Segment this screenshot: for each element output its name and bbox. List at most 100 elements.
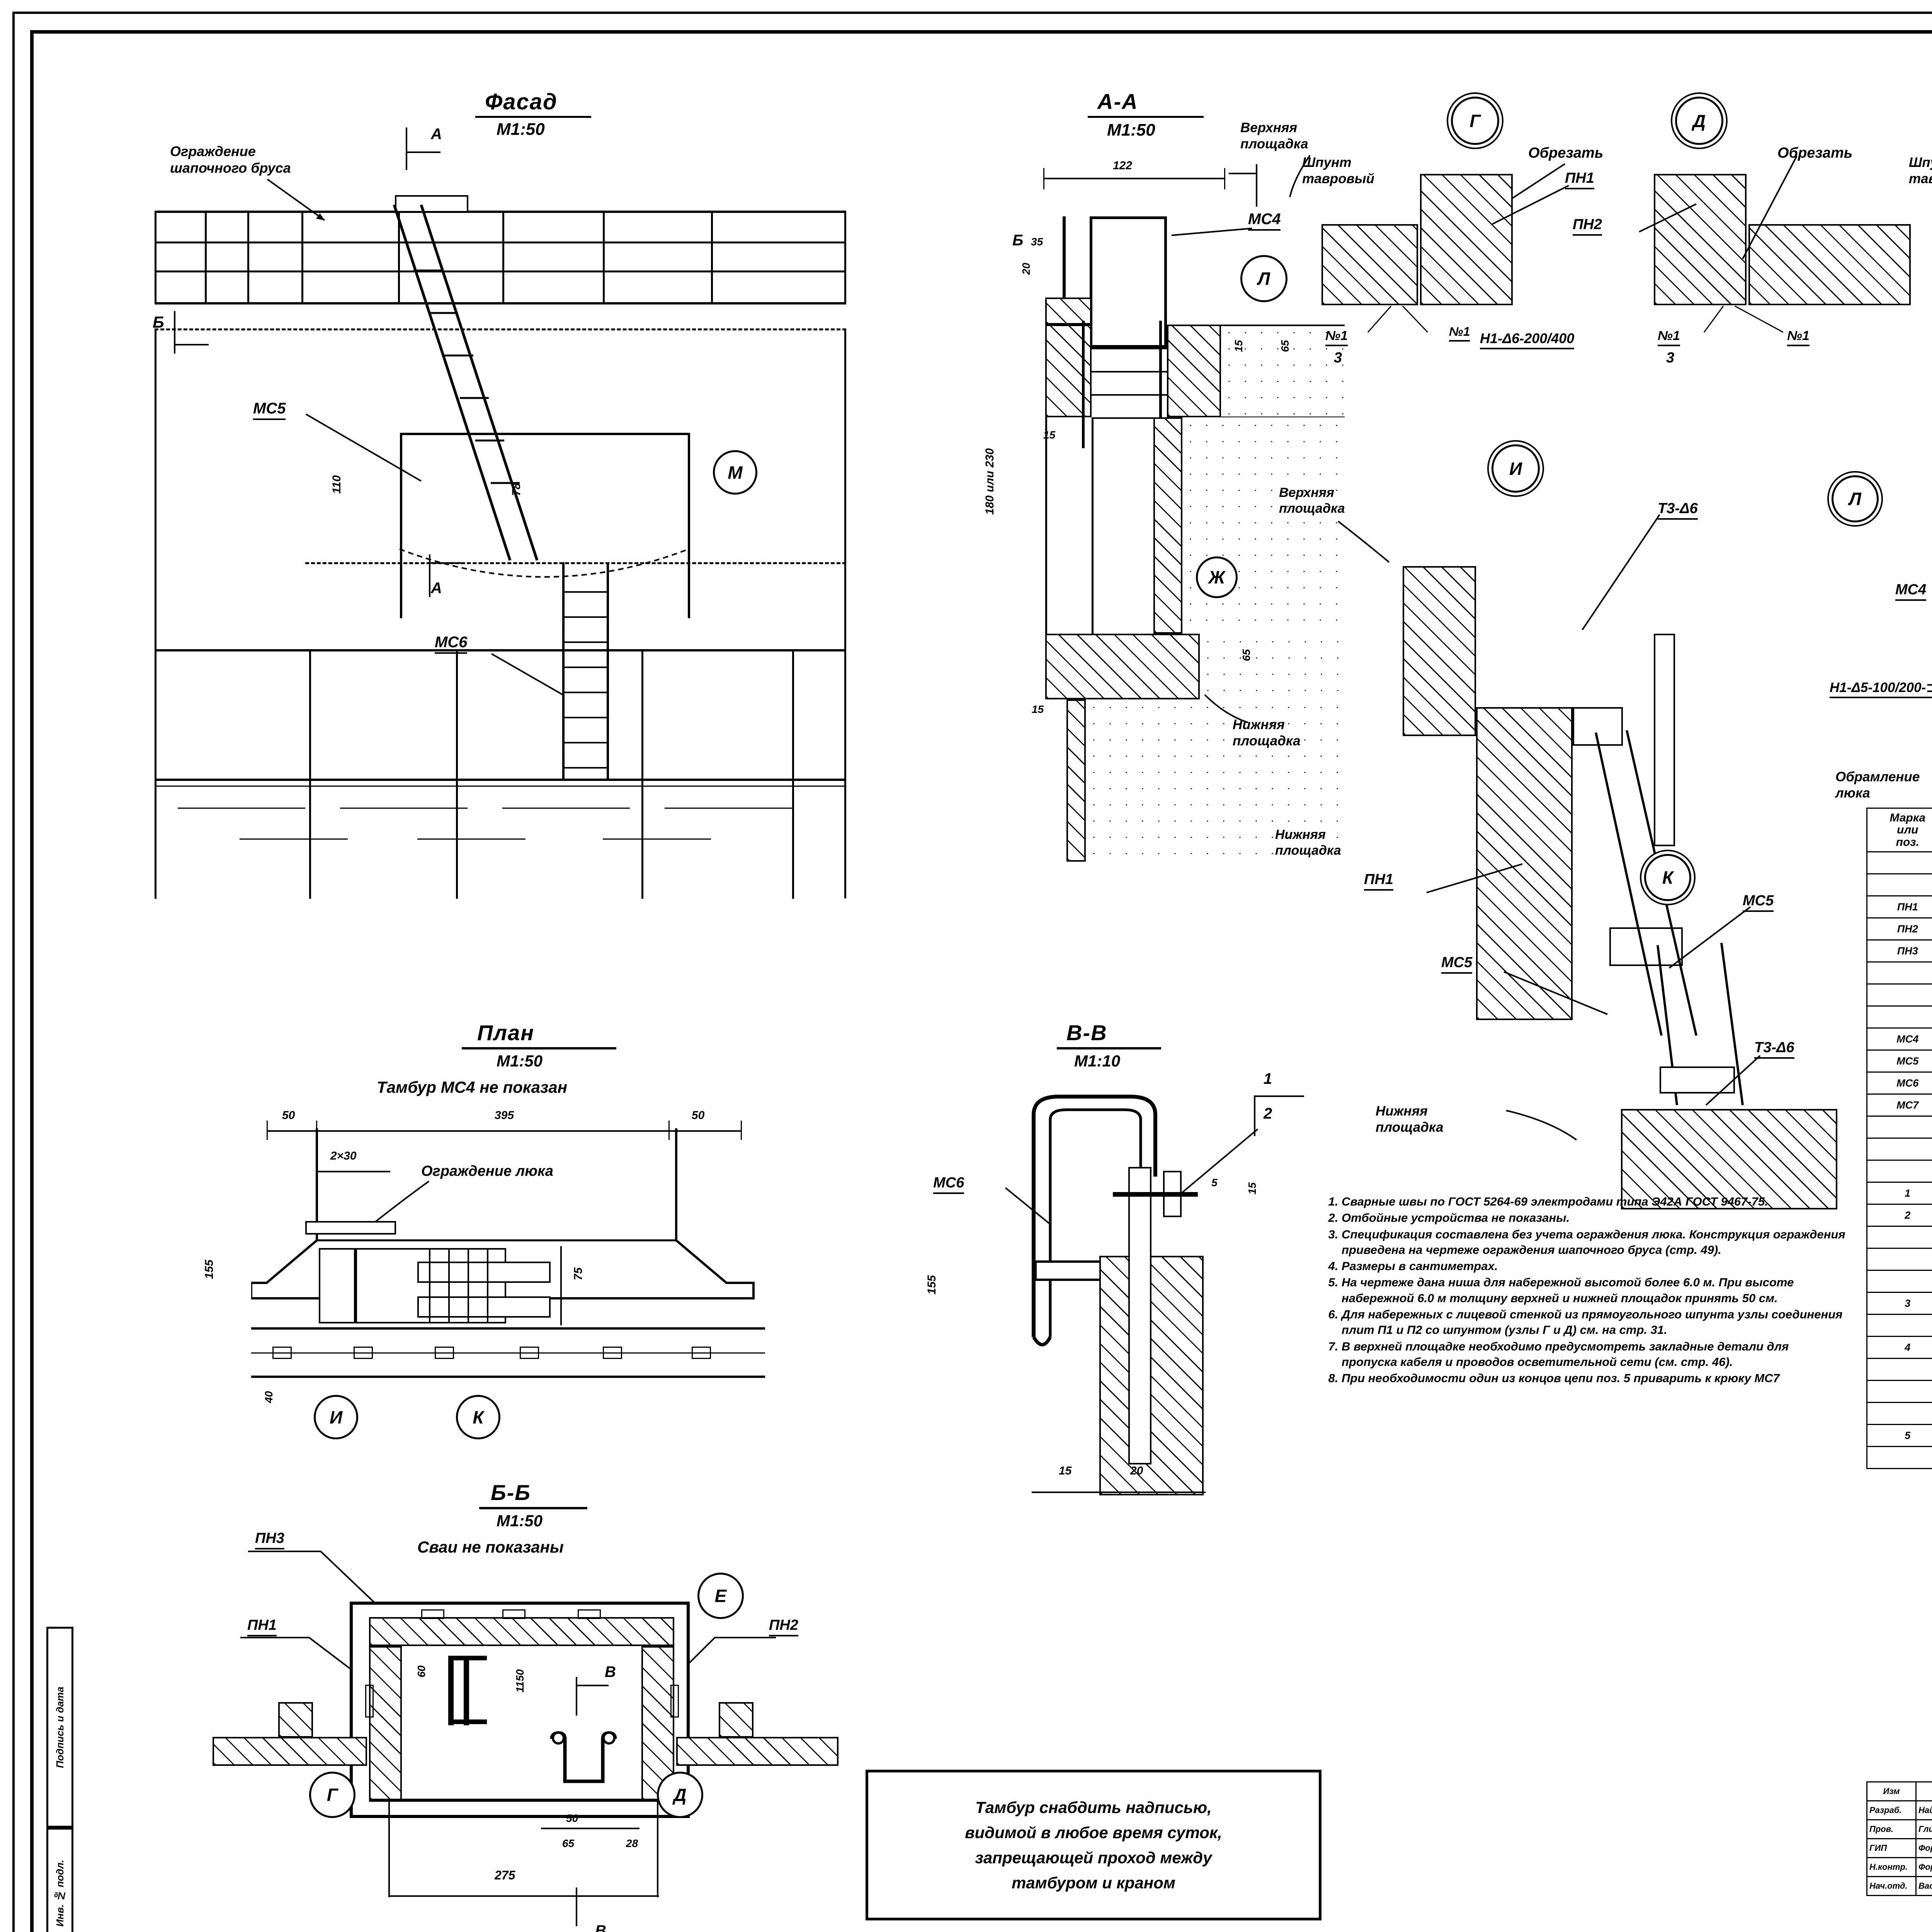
vv-dim-15: 15 (1246, 1182, 1258, 1195)
aa-soil-upper (1221, 325, 1345, 417)
aa-soil-bottom (1086, 699, 1349, 862)
facade-dashed-level2 (305, 562, 846, 564)
facade-wall-left-lower (155, 651, 156, 899)
detail-g-pn1-label: ПН1 (1565, 170, 1594, 189)
detail-i-ms5-leader (1668, 906, 1751, 969)
plan-dim-155: 155 (203, 1260, 216, 1279)
facade-rail-mid1 (155, 242, 846, 243)
title-block-role-row: Н.контр.Фортелева И.Форт.09.12.79 (1866, 1857, 1932, 1877)
plan-dim-75: 75 (572, 1267, 585, 1281)
title-block-role-row: ГИПФортелева И.Форт.09.11.79 (1866, 1838, 1932, 1858)
bb-stirrup-ms6 (550, 1731, 617, 1783)
vv-dim-155: 155 (925, 1275, 938, 1295)
facade-chain (399, 548, 689, 578)
detail-balloon-i: И (1492, 444, 1540, 493)
aa-tambour-ms4 (1090, 216, 1167, 348)
facade-balloon-m: М (713, 450, 757, 495)
spec-cell: МС4 (1866, 1027, 1932, 1051)
facade-dim-110: 110 (330, 475, 343, 494)
plan-cap-beam-mid (251, 1352, 765, 1354)
aa-scale: М1:50 (1107, 121, 1155, 139)
bb-section-v-label-top: В (605, 1663, 616, 1680)
warning-line-3: запрещающей проход между (975, 1849, 1212, 1867)
facade-scale: М1:50 (497, 120, 545, 139)
vv-pos-leader (1180, 1128, 1259, 1195)
vv-title: В-В (1066, 1020, 1107, 1045)
role-name: Фортелева И. (1915, 1838, 1932, 1858)
spec-cell (1866, 1358, 1932, 1381)
spec-cell (1866, 983, 1932, 1007)
aa-balloon-zh: Ж (1196, 556, 1238, 598)
aa-dim-122: 122 (1113, 159, 1133, 172)
aa-lower-slab (1045, 634, 1200, 699)
spec-cell: ПН1 (1866, 895, 1932, 918)
role-name: Фортелева И. (1915, 1857, 1932, 1877)
aa-title-rule (1088, 116, 1204, 118)
spec-section-title-row: бетонные изделия (1866, 873, 1932, 896)
facade-ladder-ms5 (393, 204, 539, 561)
bb-title-rule (479, 1507, 587, 1509)
vv-bolt (1113, 1192, 1198, 1197)
aa-upper-platform-leader (1289, 155, 1311, 197)
facade-section-a-line (406, 128, 407, 170)
plan-dim-50b: 50 (692, 1109, 705, 1122)
aa-section-b-label: Б (1012, 232, 1024, 249)
detail-g-pile-left (1321, 224, 1418, 305)
facade-niche-right (688, 433, 690, 618)
aa-ms4-label: МС4 (1248, 211, 1281, 231)
spec-row: 2Гайка М12 ГОСТ 5915-70*2 (1866, 1204, 1932, 1227)
detail-k-ms5-leader (1503, 971, 1608, 1015)
detail-g-anchor-code: Н1-Δ6-200/400 (1480, 330, 1575, 349)
facade-rail-post-7 (603, 211, 605, 304)
vv-pos1-label: 1 (1264, 1070, 1272, 1087)
plan-title-rule (462, 1047, 616, 1049)
warning-line-4: тамбуром и краном (1012, 1874, 1175, 1892)
facade-wall-right (844, 330, 846, 898)
spec-row-cont: ВСт3кп2 ГОСТ 535-79 (1866, 1314, 1932, 1337)
bb-section-v-label-bottom: В (595, 1922, 606, 1932)
bb-dim-1150: 1150 (514, 1669, 526, 1693)
bb-balloon-e: Е (697, 1573, 744, 1619)
title-block-role-row: Пров.ГлинкоГлинка30.12.79 (1866, 1819, 1932, 1839)
detail-g-weld-leaders (1367, 305, 1429, 333)
aa-balloon-l: Л (1240, 255, 1287, 302)
aa-lower-platform-leader (1204, 694, 1248, 723)
stamp-inventory-no: Инв. № подл. (46, 1828, 73, 1932)
note-item: При необходимости один из концов цепи по… (1342, 1371, 1847, 1386)
spec-cell: ПН3 (1866, 939, 1932, 963)
spec-row: МС53.505.1-15.4 62000Лестница МС51 (1866, 1049, 1932, 1073)
facade-ms5-label: МС5 (253, 400, 286, 420)
bb-dim-50: 50 (566, 1812, 578, 1824)
detail-d-pn2-label: ПН2 (1573, 216, 1602, 236)
bb-top-slab-pn3 (369, 1617, 674, 1646)
spec-cell (1866, 1380, 1932, 1403)
detail-i-upper-leader (1337, 520, 1390, 563)
detail-balloon-g: Г (1451, 97, 1499, 145)
bb-subtitle: Сваи не показаны (417, 1538, 564, 1556)
spec-row: МС73.505.1-15.4 64000Крюк МС72 (1866, 1094, 1932, 1117)
spec-row: 3Полоса 6×60 ГОСТ 103-76 (1866, 1292, 1932, 1315)
spec-blank-row (1866, 1446, 1932, 1469)
facade-rail-post-8 (711, 211, 713, 304)
detail-g-cut-leader (1502, 163, 1566, 206)
spec-row: ПН13.505.1-15.2Плита ПН22.10-1 или ПН26.… (1866, 895, 1932, 918)
spec-cell (1866, 851, 1932, 874)
spec-row: МС43.505.1-15.4 61000Тамбур МС410,130 (1866, 1027, 1932, 1051)
plan-balloon-i: И (314, 1395, 358, 1439)
spec-cell: МС7 (1866, 1094, 1932, 1117)
aa-title: А-А (1097, 89, 1138, 114)
detail-i-pn1-label: ПН1 (1364, 871, 1393, 891)
plan-ladder-plan2 (417, 1296, 551, 1318)
detail-l-weld-code: Н1-Δ5-100/200-⊐ (1830, 680, 1932, 698)
aa-dim-35: 35 (1031, 236, 1043, 248)
facade-ms6-label: МС6 (435, 634, 468, 654)
detail-l-ms4-label: МС4 (1895, 582, 1927, 601)
vv-dim-5: 5 (1211, 1177, 1218, 1189)
note-item: В верхней площадке необходимо предусмотр… (1342, 1339, 1847, 1370)
detail-d-weld-no1-b: №1 (1787, 328, 1810, 346)
specification-table: Маркаилипоз.ОбозначениеНаименованиеКол.М… (1866, 808, 1932, 1469)
spec-cell: 4 (1866, 1336, 1932, 1359)
